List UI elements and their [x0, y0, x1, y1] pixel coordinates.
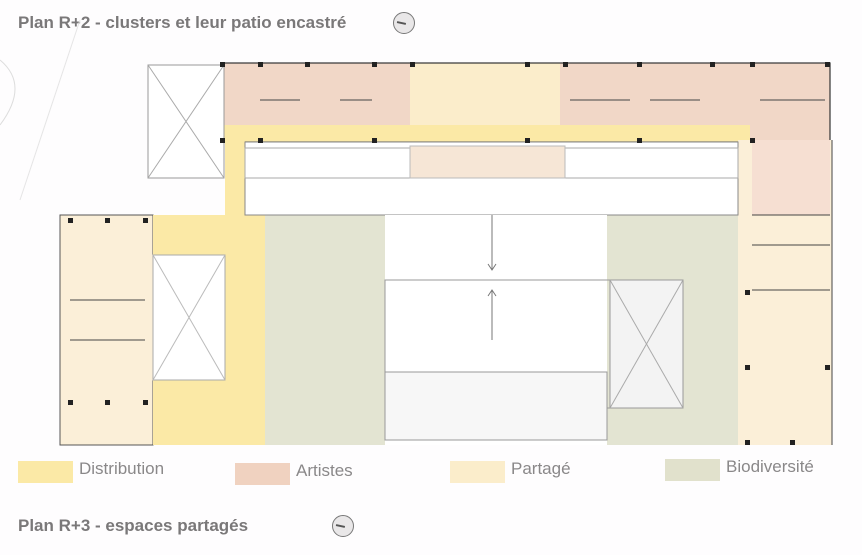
biodiversite-zone-left — [265, 215, 385, 445]
partage-zone-top — [410, 63, 560, 125]
legend-item-artistes: Artistes — [235, 461, 353, 485]
patio-grid — [384, 371, 608, 441]
distribution-corridor-top — [222, 125, 752, 142]
compass-icon — [393, 12, 415, 34]
legend-label: Biodiversité — [726, 457, 814, 476]
distribution-strip — [225, 140, 245, 215]
site-line — [0, 59, 16, 126]
legend-swatch — [18, 461, 73, 483]
compass-icon — [332, 515, 354, 537]
plan-r2-title: Plan R+2 - clusters et leur patio encast… — [18, 13, 347, 32]
legend-label: Partagé — [511, 459, 571, 478]
legend-swatch — [450, 461, 505, 483]
legend-swatch — [235, 463, 290, 485]
legend-item-partage: Partagé — [450, 459, 571, 483]
artistes-zone-corner — [750, 125, 830, 142]
plan-r3-title: Plan R+3 - espaces partagés — [18, 516, 249, 535]
stairs-hatch — [409, 145, 566, 179]
legend-item-biodiversite: Biodiversité — [665, 457, 814, 481]
legend-label: Artistes — [296, 461, 353, 480]
legend-swatch — [665, 459, 720, 481]
interior-walls — [70, 99, 833, 445]
structural-columns — [68, 62, 830, 445]
legend-item-distribution: Distribution — [18, 459, 165, 483]
site-line — [19, 19, 81, 201]
partage-zone-left — [59, 214, 154, 446]
legend-label: Distribution — [79, 459, 165, 478]
